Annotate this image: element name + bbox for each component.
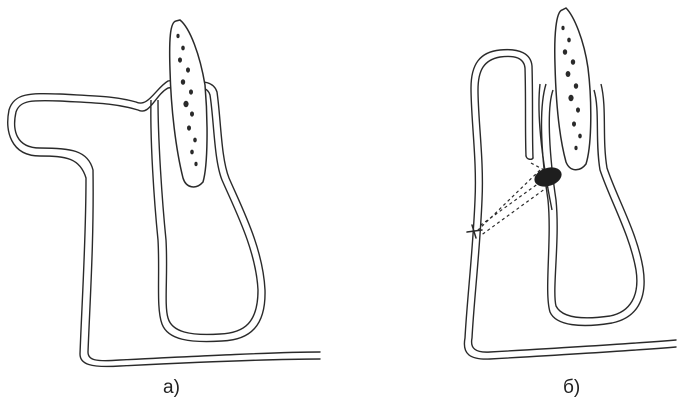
tooth-a: [170, 20, 207, 187]
tooth-shape-b: [555, 8, 591, 170]
panel-b: [464, 8, 676, 359]
panel-a-caption: а): [163, 378, 180, 397]
root-socket-outline-b: [539, 84, 644, 325]
panel-b-caption: б): [563, 378, 580, 397]
panel-a: [8, 20, 320, 367]
root-socket-outline-a: [151, 82, 265, 341]
dark-mass-b: [532, 164, 564, 190]
tooth-b: [555, 8, 591, 170]
